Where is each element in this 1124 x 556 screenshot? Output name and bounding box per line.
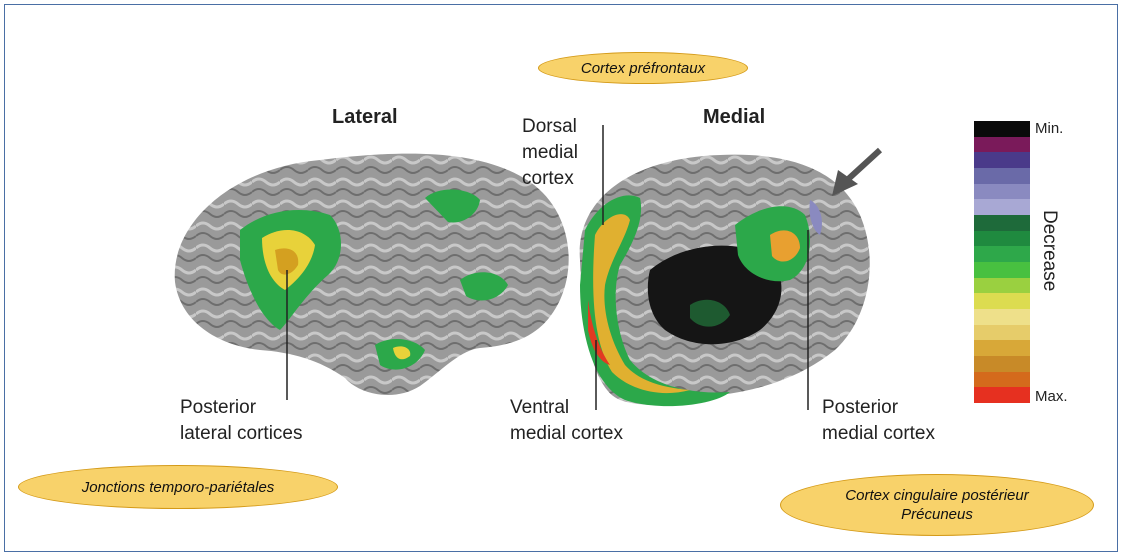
label-dorsal-medial-cortex: Dorsal medial cortex [522,114,578,192]
arrow-icon [832,150,880,196]
scale-min-label: Min. [1035,120,1063,137]
scale-title: Decrease [1038,210,1060,291]
oval-temporo-parietal: Jonctions temporo-pariétales [18,465,338,509]
scale-swatch [974,262,1030,278]
scale-max-label: Max. [1035,388,1068,405]
scale-swatch [974,278,1030,294]
scale-swatch [974,168,1030,184]
scale-swatch [974,356,1030,372]
scale-swatch [974,184,1030,200]
heading-medial: Medial [703,106,765,129]
scale-swatch [974,231,1030,247]
scale-swatch [974,121,1030,137]
label-posterior-lateral-cortices: Posterior lateral cortices [180,395,303,447]
medial-brain [580,155,870,406]
scale-swatch [974,246,1030,262]
label-posterior-medial-cortex: Posterior medial cortex [822,395,935,447]
scale-swatch [974,340,1030,356]
scale-swatch [974,387,1030,403]
color-scale [974,121,1030,403]
scale-swatch [974,325,1030,341]
lateral-brain [175,154,569,395]
scale-swatch [974,293,1030,309]
scale-swatch [974,372,1030,388]
scale-swatch [974,309,1030,325]
scale-swatch [974,152,1030,168]
scale-swatch [974,199,1030,215]
scale-swatch [974,137,1030,153]
heading-lateral: Lateral [332,106,398,129]
label-ventral-medial-cortex: Ventral medial cortex [510,395,623,447]
oval-cingulate: Cortex cingulaire postérieur Précuneus [780,474,1094,536]
oval-prefrontal: Cortex préfrontaux [538,52,748,84]
scale-swatch [974,215,1030,231]
